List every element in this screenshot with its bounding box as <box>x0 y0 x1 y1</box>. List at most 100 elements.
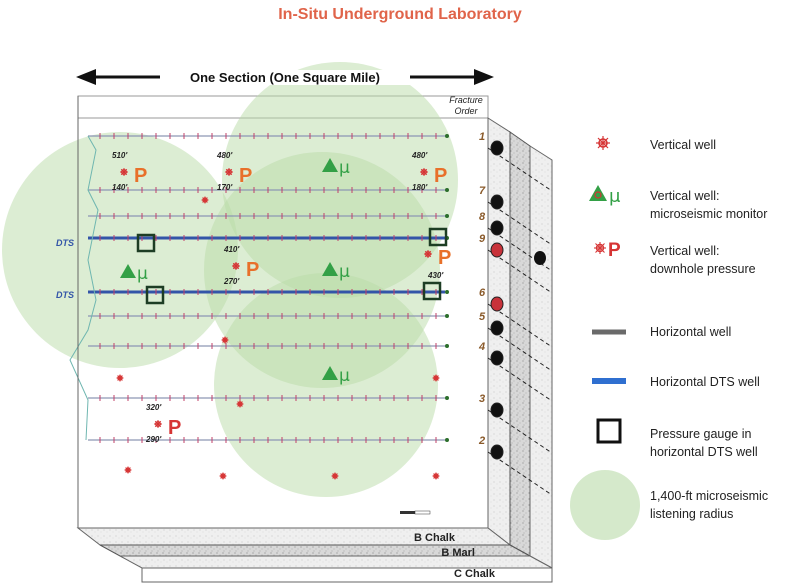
pressure-well-1-depth-top: 510' <box>112 151 128 160</box>
micro-well-3-mu: μ <box>339 366 350 386</box>
well-ray <box>117 375 123 381</box>
pressure-well-1-depth-bot: 140' <box>112 183 128 192</box>
pressure-well-2-p: P <box>239 165 252 187</box>
fracture-order-9: 2 <box>478 435 485 447</box>
well-ray <box>424 250 432 258</box>
micro-well-1-triangle <box>322 158 338 172</box>
pressure-well-6-star <box>154 420 162 428</box>
legend: μ P <box>570 136 640 540</box>
fracture-order-7: 4 <box>478 341 485 353</box>
vertical-well-3 <box>116 374 124 382</box>
fracture-order-label-1: Fracture <box>449 95 483 105</box>
pressure-gauge-3 <box>145 285 165 305</box>
micro-well-4-mu: μ <box>137 264 148 284</box>
fracture-order-5: 6 <box>479 287 486 299</box>
fracture-dot <box>490 220 504 236</box>
legend-listening-radius-2: listening radius <box>650 507 734 521</box>
vertical-well-9 <box>432 374 440 382</box>
fracture-dot <box>490 320 504 336</box>
well-ray <box>433 375 439 381</box>
depth-label-430: 430' <box>427 271 444 280</box>
vertical-well-2 <box>221 336 229 344</box>
block-right-faces <box>487 117 553 569</box>
pressure-well-2-depth-bot: 170' <box>217 183 233 192</box>
legend-vertical-well-pressure-2: downhole pressure <box>650 262 756 276</box>
legend-mu-glyph: μ <box>609 186 621 207</box>
fracture-dash <box>487 451 553 496</box>
lateral-connector <box>69 135 99 441</box>
vertical-well-8 <box>432 472 440 480</box>
legend-pressure-gauge-1: Pressure gauge in <box>650 427 752 441</box>
well-endpoint <box>445 214 449 218</box>
pressure-well-5-star <box>424 250 432 258</box>
pressure-gauge-4 <box>422 281 442 301</box>
well-endpoint <box>445 396 449 400</box>
fracture-order-1: 1 <box>479 131 485 143</box>
legend-pressure-icon: P <box>594 240 621 261</box>
legend-vertical-well-micro-2: microseismic monitor <box>650 207 768 221</box>
legend-listening-radius-1: 1,400-ft microseismic <box>650 489 769 503</box>
fracture-order-8: 3 <box>479 393 485 405</box>
pressure-well-3-depth-bot: 180' <box>412 183 428 192</box>
vertical-well-1 <box>201 196 209 204</box>
micro-well-2-mu: μ <box>339 262 350 282</box>
pressure-well-6-depth-top: 320' <box>146 403 162 412</box>
fracture-order-6: 5 <box>479 311 486 323</box>
fracture-dot <box>490 140 504 156</box>
well-ray <box>420 168 428 176</box>
micro-well-4-triangle <box>120 264 136 278</box>
legend-horizontal-well: Horizontal well <box>650 325 732 339</box>
well-symbols: P510'140'P480'170'P480'180'P410'270'PP32… <box>112 151 451 480</box>
legend-vertical-well-pressure-1: Vertical well: <box>650 244 720 258</box>
pressure-well-6-depth-bot: 290' <box>145 435 162 444</box>
scale-bar <box>400 510 431 515</box>
well-ray <box>154 420 162 428</box>
well-endpoint <box>445 134 449 138</box>
micro-well-1-mu: μ <box>339 158 350 178</box>
vertical-well-7 <box>331 472 339 480</box>
pressure-well-1-star <box>120 168 128 176</box>
well-endpoint <box>445 188 449 192</box>
fracture-dash <box>487 409 553 454</box>
vertical-well-6 <box>219 472 227 480</box>
fracture-dash <box>487 357 553 402</box>
legend-horizontal-dts-well: Horizontal DTS well <box>650 375 760 389</box>
fracture-dash <box>487 249 553 294</box>
dts-label-upper: DTS <box>56 238 74 248</box>
well-endpoint <box>445 344 449 348</box>
fracture-dot <box>490 444 504 460</box>
fracture-dash <box>487 147 553 192</box>
vertical-well-4 <box>236 400 244 408</box>
well-ray <box>237 401 243 407</box>
pressure-well-3-p: P <box>434 165 447 187</box>
micro-well-2-triangle <box>322 262 338 276</box>
pressure-well-2-star <box>225 168 233 176</box>
pressure-well-4-depth-bot: 270' <box>223 277 240 286</box>
fracture-order-4: 9 <box>479 233 486 245</box>
layer-label-b-marl: B Marl <box>441 547 475 559</box>
legend-p-glyph: P <box>608 240 621 261</box>
pressure-well-5-p: P <box>438 247 451 269</box>
pressure-well-2-depth-top: 480' <box>216 151 233 160</box>
fracture-dot-far <box>534 251 546 265</box>
well-ray <box>332 473 338 479</box>
well-ray <box>225 168 233 176</box>
dts-label-lower: DTS <box>56 290 74 300</box>
fracture-dot <box>490 402 504 418</box>
well-ray <box>120 168 128 176</box>
well-endpoint <box>445 438 449 442</box>
fracture-dash <box>487 327 553 372</box>
fracture-dash <box>487 201 553 246</box>
pressure-well-4-depth-top: 410' <box>223 245 240 254</box>
pressure-well-3-depth-top: 480' <box>411 151 428 160</box>
well-ray <box>222 337 228 343</box>
fracture-dot <box>490 242 504 258</box>
fracture-order-label-2: Order <box>454 106 478 116</box>
pressure-well-3-star <box>420 168 428 176</box>
vertical-well-5 <box>124 466 132 474</box>
fracture-dot <box>490 296 504 312</box>
well-ray <box>232 262 240 270</box>
pressure-gauge-1 <box>136 233 156 253</box>
fracture-dash <box>487 303 553 348</box>
